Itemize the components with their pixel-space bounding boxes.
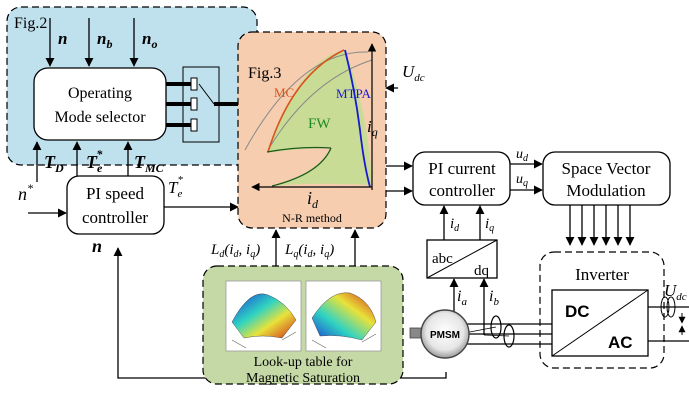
lut-line1: Look-up table for: [254, 355, 353, 370]
ib-label: i: [489, 288, 493, 305]
svg-text:TMC: TMC: [134, 152, 165, 175]
svg-text:id: id: [307, 188, 319, 211]
pmsm-label: PMSM: [430, 330, 460, 341]
output-td: T: [44, 152, 56, 172]
svg-text:Udc: Udc: [664, 281, 687, 303]
speed-feedback-n: n: [92, 236, 102, 256]
svg-text:ia: ia: [457, 288, 467, 308]
input-no: n: [142, 29, 151, 48]
speed-line2: controller: [82, 208, 148, 227]
svm-line1: Space Vector: [562, 159, 651, 178]
input-nb: n: [97, 29, 106, 48]
speed-ref: n: [18, 184, 27, 204]
ia-label: i: [457, 288, 461, 305]
inverter-ac: AC: [608, 333, 633, 352]
transform-dq: dq: [474, 263, 490, 279]
svg-text:TD: TD: [44, 152, 64, 175]
uq-label: u: [516, 172, 523, 187]
svg-text:ud: ud: [516, 147, 529, 164]
lut-line2: Magnetic Saturation: [246, 371, 360, 386]
svg-text:nb: nb: [97, 29, 112, 51]
output-tmc: T: [134, 152, 146, 172]
fb-iq-label: i: [485, 216, 489, 232]
lq-surface-plot: [311, 292, 377, 341]
fb-id-label: i: [450, 216, 454, 232]
inverter-udc: U: [664, 281, 678, 300]
current-probe-a: [490, 315, 502, 339]
svg-text:n: n: [58, 29, 67, 48]
svg-text:n*: n*: [18, 181, 33, 204]
lq-label: L: [284, 242, 293, 258]
selector-line2: Mode selector: [54, 109, 146, 126]
current-line1: PI current: [428, 159, 496, 178]
fig3-id: i: [307, 188, 312, 208]
mc-label: MC: [274, 85, 294, 100]
transform-abc: abc: [432, 251, 453, 267]
mc-curve: [267, 49, 345, 153]
fig3-iq: i: [367, 117, 372, 136]
fig3-label: Fig.3: [248, 65, 281, 82]
svg-text:Lq(id, iq): Lq(id, iq): [284, 242, 334, 260]
nr-method-label: N-R method: [282, 211, 342, 225]
ld-label: L: [210, 242, 219, 258]
fw-label: FW: [308, 116, 331, 132]
mtpa-label: MTPA: [336, 86, 372, 101]
ld-surface-plot: [231, 293, 297, 339]
svg-text:iq: iq: [485, 216, 494, 234]
speed-te: T: [168, 178, 179, 197]
operating-mode-selector: [33, 67, 167, 141]
svg-text:Ld(id, iq): Ld(id, iq): [210, 242, 260, 260]
svg-text:no: no: [142, 29, 157, 51]
fig2-label: Fig.2: [14, 15, 47, 32]
fw-region: [267, 50, 372, 186]
ud-label: u: [516, 147, 523, 162]
svg-text:Udc: Udc: [402, 62, 425, 84]
svg-text:Te*: Te*: [168, 174, 183, 200]
svg-text:Te*: Te*: [86, 147, 103, 175]
input-n: n: [58, 29, 67, 48]
current-line2: controller: [429, 181, 495, 200]
inverter-dc: DC: [565, 302, 590, 321]
pi-current-controller: [412, 151, 511, 206]
pmsm-motor: [420, 309, 470, 359]
svg-text:uq: uq: [516, 172, 528, 189]
selector-line1: Operating: [68, 85, 132, 102]
svg-text:iq: iq: [367, 117, 378, 139]
fig3-udc: U: [402, 62, 416, 81]
svg-text:ib: ib: [489, 288, 499, 308]
speed-line1: PI speed: [86, 184, 145, 203]
svg-text:id: id: [450, 216, 460, 234]
output-te: T: [86, 152, 98, 172]
mtpa-curve: [344, 49, 371, 188]
inverter-title: Inverter: [575, 265, 629, 284]
pi-speed-controller: [66, 175, 165, 235]
svm-line2: Modulation: [566, 181, 646, 200]
